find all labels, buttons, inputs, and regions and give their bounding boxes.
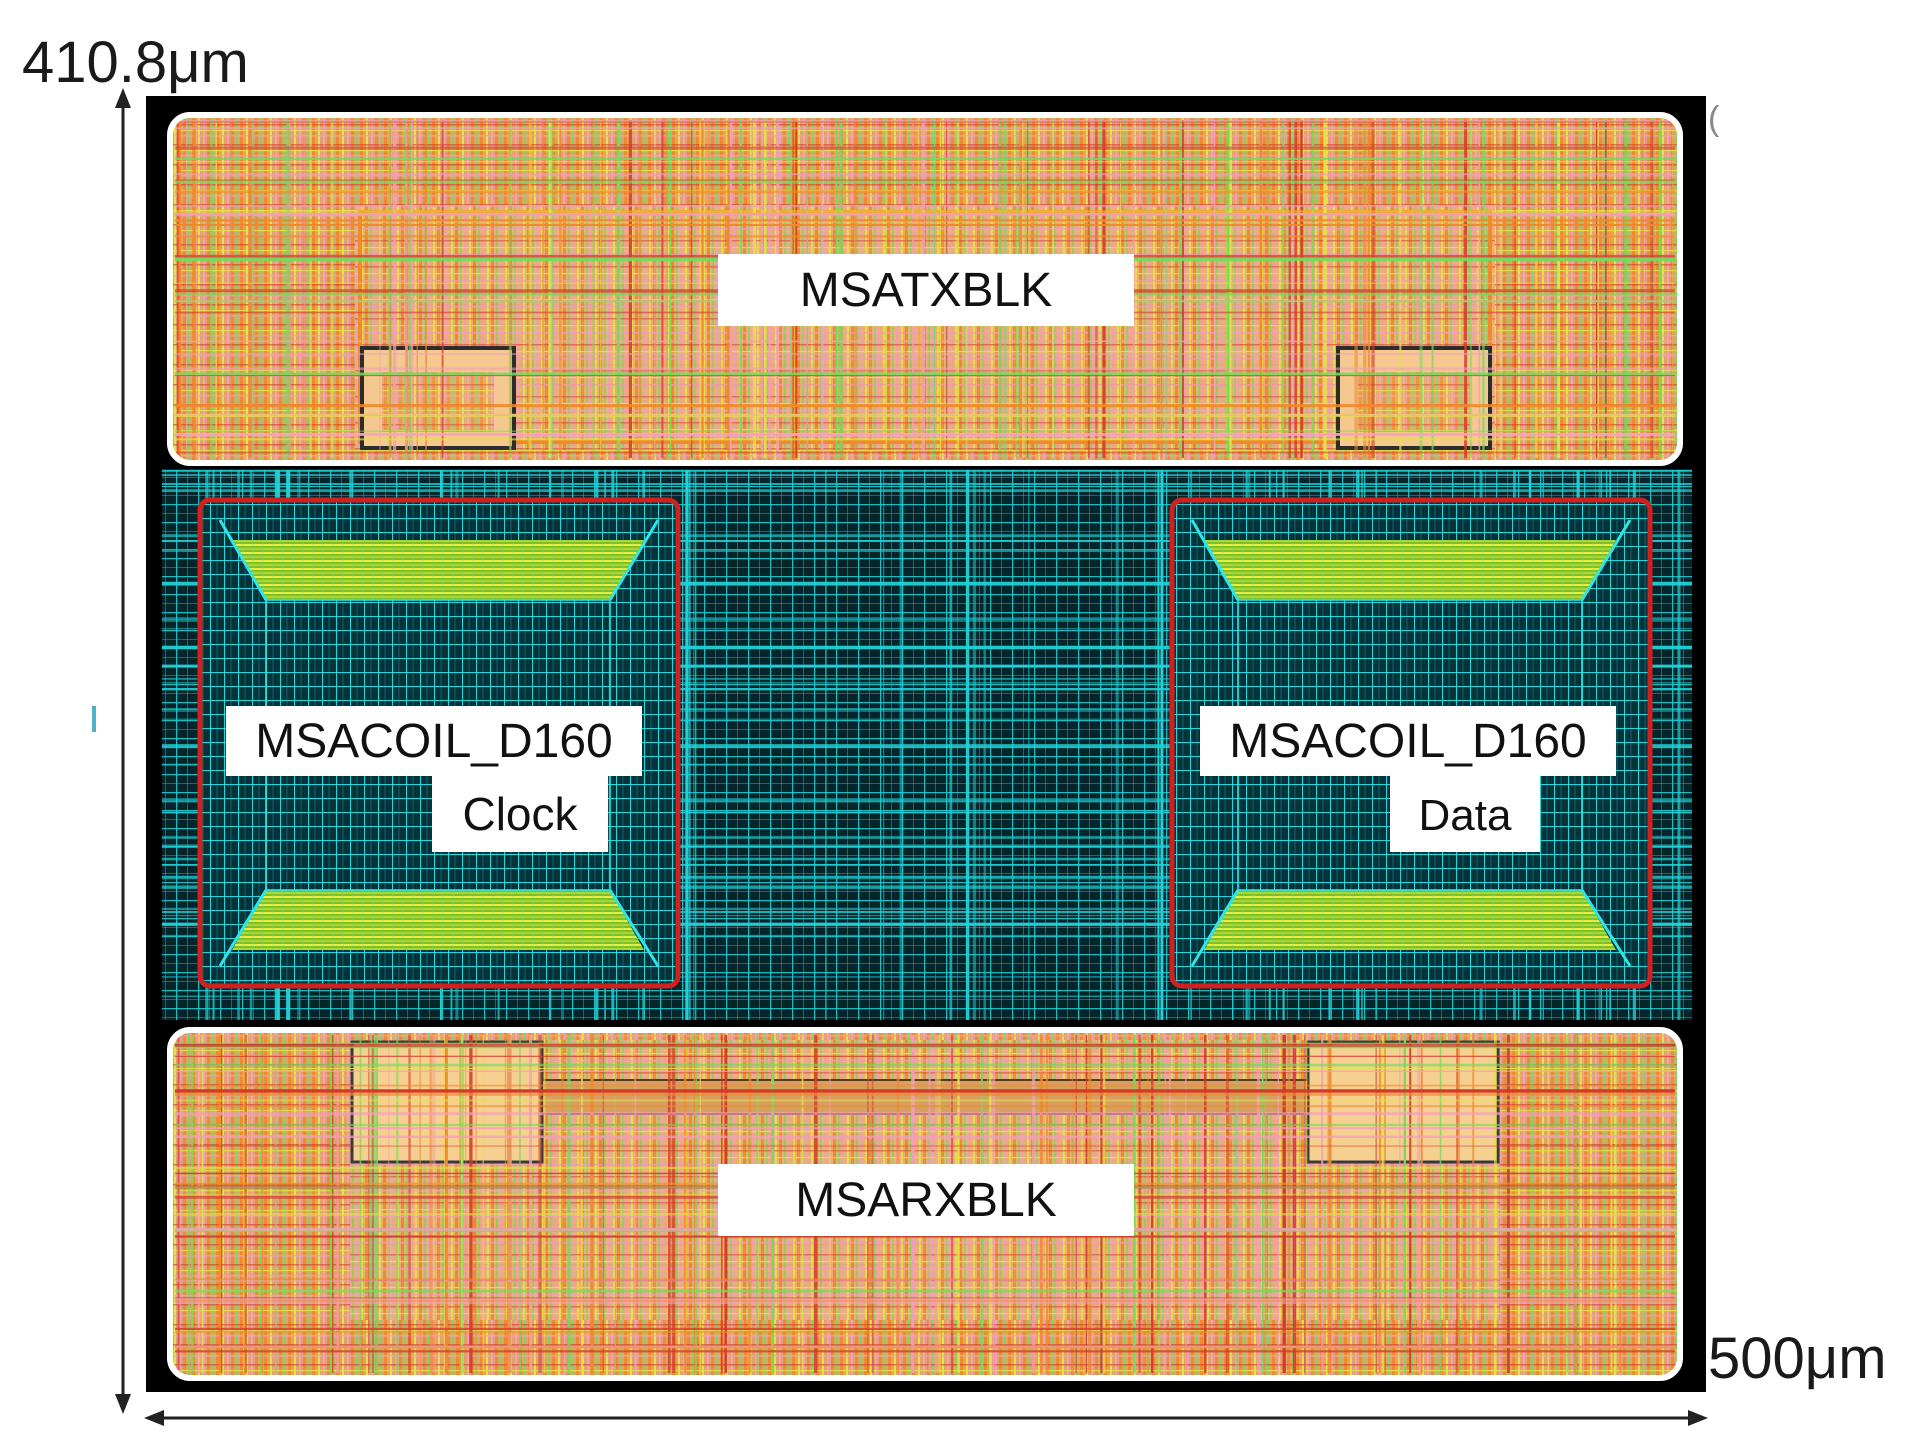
coil-data-outline: [1169, 497, 1653, 989]
coil-clock-winding-top: [232, 540, 644, 600]
tx-routing-lines: [175, 120, 1675, 458]
coil-clock-diag-bl: [218, 889, 268, 967]
height-arrow-head-top: [115, 88, 131, 108]
tx-subcell-left-core: [382, 372, 494, 432]
stray-mark-left: [92, 706, 96, 732]
rx-block-label: MSARXBLK: [795, 1174, 1056, 1227]
rx-subcell-right: [1306, 1040, 1500, 1164]
coil-clock: MSACOIL_D160 Clock: [197, 497, 681, 989]
tx-block: MSATXBLK: [167, 112, 1683, 466]
coil-data-diag-bl: [1190, 889, 1240, 967]
height-dimension: [115, 88, 131, 1414]
coil-data-winding-bottom: [1204, 890, 1616, 950]
rx-label-box: [718, 1164, 1134, 1236]
coil-clock-role-box: [432, 776, 608, 852]
coil-data-winding-top: [1204, 540, 1616, 600]
coil-clock-role-label: Clock: [462, 788, 578, 840]
width-arrow-head-left: [144, 1410, 164, 1426]
tx-block-label: MSATXBLK: [800, 264, 1053, 317]
tx-label-box: [718, 254, 1134, 326]
coil-clock-name-box: [226, 706, 642, 776]
tx-inner-region: [355, 205, 1495, 450]
height-dimension-label: 410.8μm: [22, 30, 249, 95]
coil-clock-name-label: MSACOIL_D160: [255, 715, 613, 768]
width-arrow-head-right: [1688, 1410, 1708, 1426]
width-dimension: [144, 1410, 1708, 1426]
stray-mark-right: (: [1708, 100, 1720, 138]
coil-data-role-label: Data: [1419, 791, 1512, 840]
tx-subcell-right-core: [1358, 372, 1470, 432]
coil-data-diag-tl: [1190, 519, 1240, 601]
rx-block-outline: [167, 1027, 1683, 1381]
coil-data-role-box: [1390, 776, 1540, 852]
coil-clock-winding-bottom: [232, 890, 644, 950]
coil-clock-outline: [197, 497, 681, 989]
height-arrow-head-bottom: [115, 1394, 131, 1414]
coil-data-diag-br: [1580, 889, 1632, 967]
coil-data-name-label: MSACOIL_D160: [1229, 715, 1587, 768]
coil-clock-diag-br: [608, 889, 660, 967]
coil-clock-diag-tr: [608, 519, 660, 601]
width-dimension-label: 500μm: [1708, 1326, 1887, 1391]
coil-data-diag-tr: [1580, 519, 1632, 601]
coil-data-name-box: [1200, 706, 1616, 776]
tx-block-outline: [167, 112, 1683, 466]
coil-clock-diag-tl: [218, 519, 268, 601]
coil-data: MSACOIL_D160 Data: [1169, 497, 1653, 989]
rx-block: MSARXBLK: [167, 1027, 1683, 1381]
